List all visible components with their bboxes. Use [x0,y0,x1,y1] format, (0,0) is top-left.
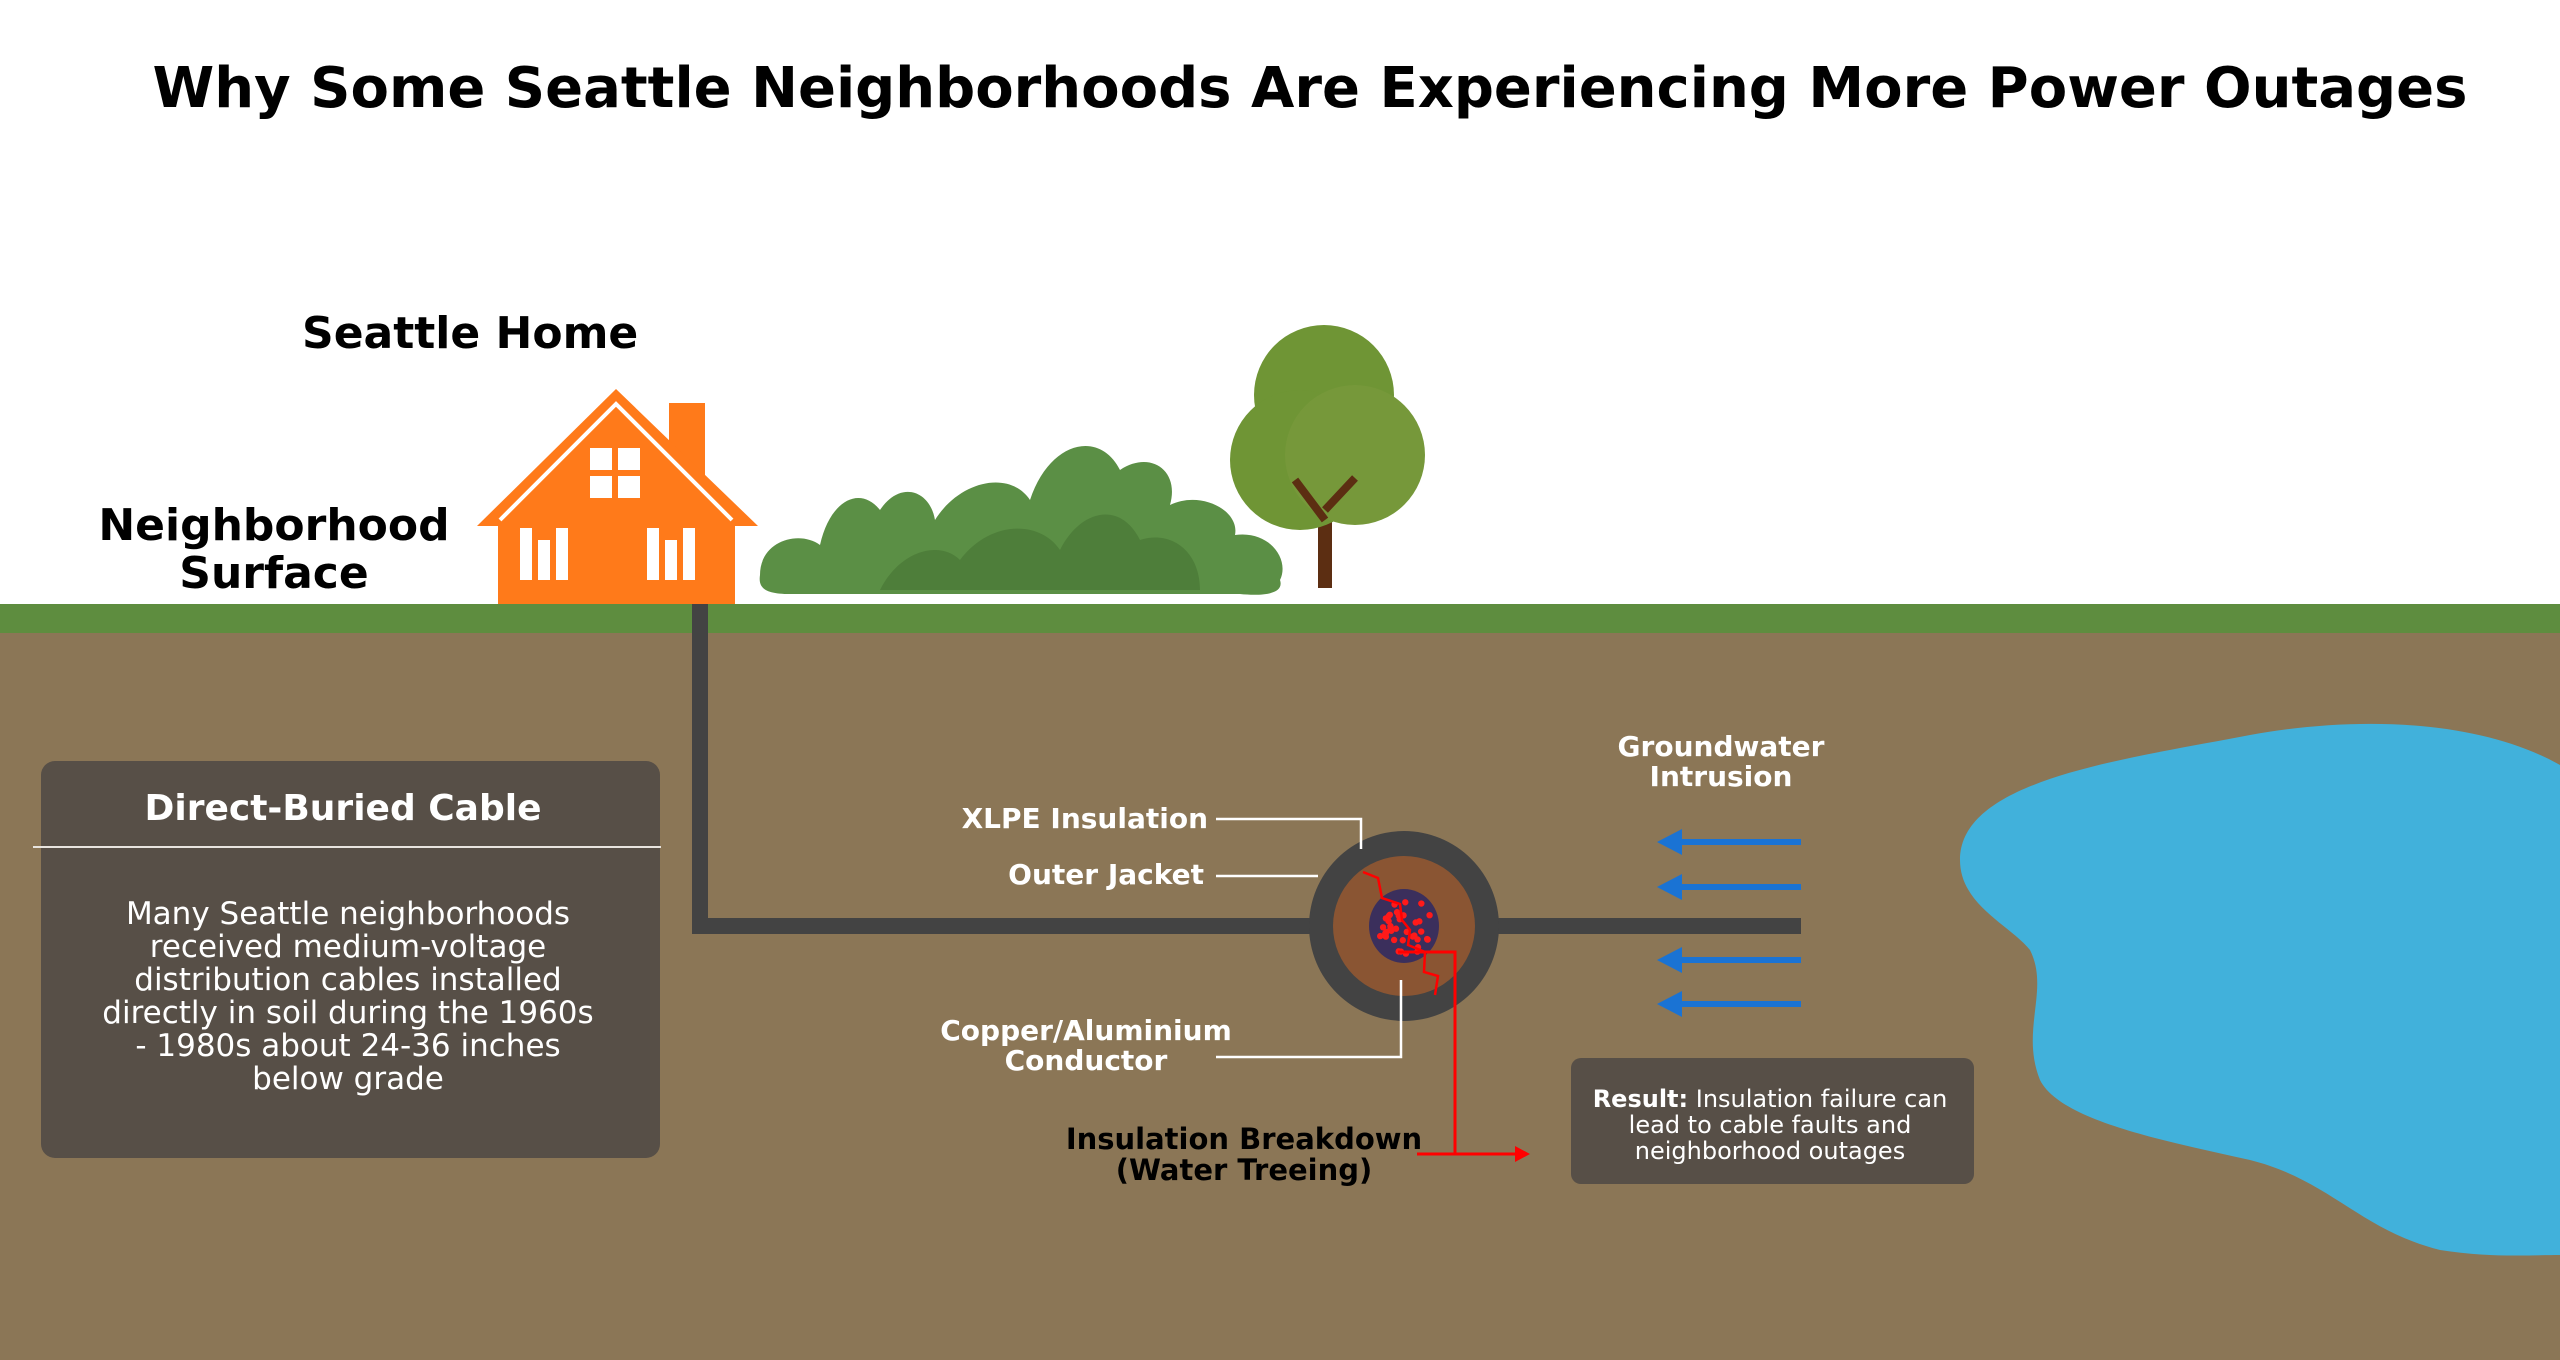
result-line-2: lead to cable faults and [1629,1111,1912,1139]
water-tree-dot [1424,936,1431,943]
outer-jacket-label: Outer Jacket [1008,858,1204,891]
water-tree-dot [1377,932,1384,940]
neighborhood-surface-label-1: Neighborhood [98,500,449,551]
arrow-left-icon [1657,874,1801,900]
water-tree-dot [1426,911,1433,919]
info-box-heading: Direct-Buried Cable [144,788,541,829]
water-tree-dot [1418,900,1425,907]
conductor [1369,889,1439,963]
xlpe-insulation-label: XLPE Insulation [962,802,1208,835]
groundwater-label-1: Groundwater [1618,730,1825,763]
water-tree-dot [1416,918,1423,925]
grass-surface [0,604,2560,633]
groundwater-label-2: Intrusion [1650,760,1793,793]
conductor-label-2: Conductor [1005,1044,1168,1077]
result-text: Insulation failure can [1688,1085,1947,1113]
result-line-3: neighborhood outages [1635,1137,1905,1165]
water-tree-dot [1383,928,1390,936]
water-tree-dot [1387,925,1394,932]
cable-cross-section [1309,831,1499,1021]
water-tree-dot [1390,936,1398,944]
info-box-line: distribution cables installed [134,962,561,998]
arrow-left-icon [1657,829,1801,855]
tree-icon [1230,325,1425,588]
groundwater-lake [1960,723,2560,1256]
breakdown-label-2: (Water Treeing) [1116,1153,1373,1187]
water-tree-dot [1417,928,1425,935]
info-box-line: Many Seattle neighborhoods [126,896,570,932]
fault-path [1362,870,1440,996]
house-icon [477,389,758,604]
callout-lines [1216,817,1403,1059]
conductor-label-1: Copper/Aluminium [940,1014,1232,1047]
water-tree-dot [1402,899,1409,906]
neighborhood-surface-label-2: Surface [179,548,368,599]
result-box: Result: Insulation failure can lead to c… [1571,1058,1974,1184]
direct-buried-cable-box: Direct-Buried Cable Many Seattle neighbo… [33,761,661,1158]
info-box-line: directly in soil during the 1960s [102,995,593,1031]
seattle-home-label: Seattle Home [302,308,638,359]
water-tree-dot [1379,924,1387,931]
arrow-right-icon [1515,1146,1530,1162]
water-tree-dot [1393,909,1401,916]
groundwater-arrows [1657,829,1801,1017]
bushes-icon [759,446,1283,595]
result-bold: Result: [1593,1085,1688,1113]
water-tree-dot [1386,911,1394,918]
info-box-line: received medium-voltage [150,929,546,965]
buried-cable [692,604,1801,934]
water-tree-dot [1414,936,1421,943]
info-box-line: - 1980s about 24-36 inches [135,1028,560,1064]
breakdown-label-1: Insulation Breakdown [1066,1122,1422,1156]
breakdown-pointer [1398,950,1515,1156]
water-tree-dot [1392,925,1400,932]
arrow-left-icon [1657,947,1801,973]
water-tree-dot [1409,933,1416,940]
info-box-line: below grade [252,1061,444,1097]
water-tree-dot [1399,937,1406,944]
page-title: Why Some Seattle Neighborhoods Are Exper… [153,56,2468,121]
water-tree-dot [1385,917,1392,925]
result-line-1: Result: Insulation failure can [1593,1085,1948,1113]
arrow-left-icon [1657,991,1801,1017]
